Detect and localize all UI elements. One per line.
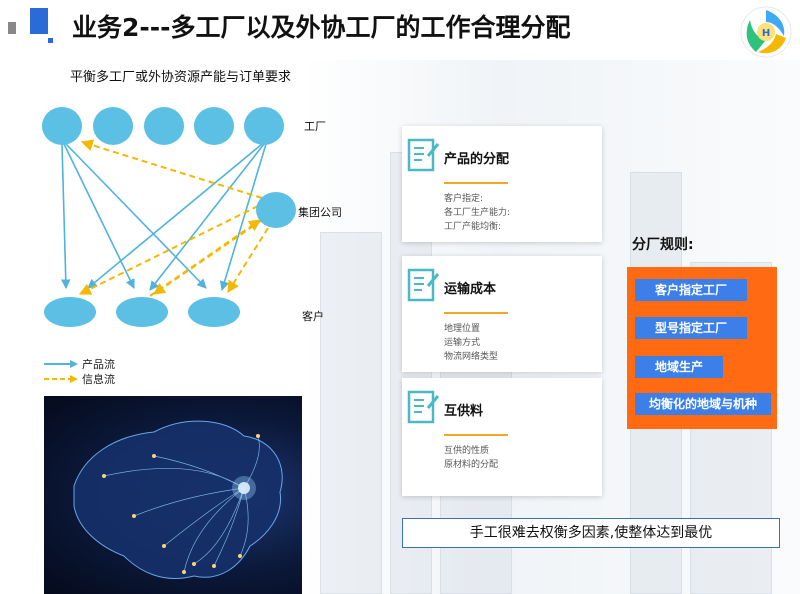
customer-node (116, 297, 168, 327)
card-transport-cost: 运输成本 地理位置 运输方式 物流网络类型 (402, 256, 602, 372)
customer-node (44, 297, 96, 327)
factory-node (194, 107, 234, 145)
label-factory: 工厂 (304, 120, 326, 133)
flow-diagram (42, 107, 296, 327)
card-mutual-supply: 互供料 互供的性质 原材料的分配 (402, 378, 602, 496)
checklist-icon (407, 268, 440, 302)
group-node (256, 192, 296, 228)
diagram-subtitle: 平衡多工厂或外协资源产能与订单要求 (70, 70, 292, 85)
rule-item: 地域生产 (635, 356, 723, 378)
card-item: 运输方式 (444, 338, 481, 348)
factory-node (93, 107, 133, 145)
checklist-icon (407, 138, 440, 172)
factory-node (244, 107, 284, 145)
card-item: 各工厂生产能力: (444, 208, 511, 218)
company-logo-icon: H (740, 6, 792, 58)
customer-node (188, 297, 240, 327)
info-flow-legend-icon (44, 374, 78, 383)
card-item: 互供的性质 (444, 446, 490, 456)
card-divider (444, 434, 508, 436)
customer-nodes (44, 297, 240, 327)
card-title: 互供料 (444, 404, 484, 419)
card-item: 客户指定: (444, 194, 484, 204)
card-title: 产品的分配 (444, 152, 510, 167)
card-divider (444, 182, 508, 184)
rules-panel: 客户指定工厂 型号指定工厂 地域生产 均衡化的地域与机种 (627, 267, 777, 429)
china-map-graphic (73, 420, 283, 580)
product-flow-legend-icon (44, 359, 78, 368)
card-item: 物流网络类型 (444, 352, 499, 362)
checklist-icon (407, 390, 440, 424)
page-title: 业务2---多工厂以及外协工厂的工作合理分配 (72, 13, 571, 42)
rules-title: 分厂规则: (632, 237, 694, 253)
rule-item: 客户指定工厂 (635, 279, 747, 301)
factory-nodes (42, 107, 284, 145)
label-group: 集团公司 (298, 206, 342, 219)
card-item: 地理位置 (444, 324, 481, 334)
card-product-allocation: 产品的分配 客户指定: 各工厂生产能力: 工厂产能均衡: (402, 126, 602, 242)
card-item: 原材料的分配 (444, 460, 499, 470)
rule-item: 型号指定工厂 (635, 317, 747, 339)
factory-node (144, 107, 184, 145)
svg-text:H: H (762, 28, 770, 39)
info-flow-arrows (78, 139, 269, 297)
card-divider (444, 312, 508, 314)
card-item: 工厂产能均衡: (444, 222, 502, 232)
logistics-map-image (44, 396, 302, 594)
diagram-legend: 产品流 信息流 (44, 356, 115, 386)
product-flow-arrows (60, 143, 267, 291)
rule-item: 均衡化的地域与机种 (635, 393, 771, 415)
legend-product-flow: 产品流 (82, 357, 115, 371)
legend-info-flow: 信息流 (82, 372, 115, 386)
label-customer: 客户 (302, 310, 324, 323)
bottom-note: 手工很难去权衡多因素,使整体达到最优 (402, 518, 780, 548)
factory-node (42, 107, 82, 145)
card-title: 运输成本 (444, 282, 497, 297)
